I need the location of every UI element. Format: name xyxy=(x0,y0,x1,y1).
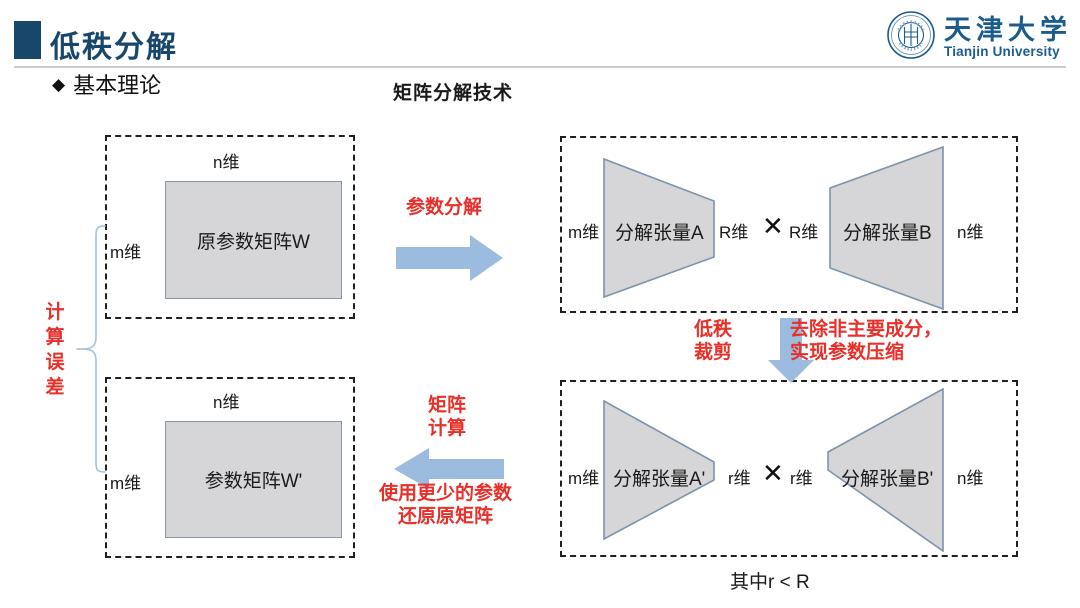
original-matrix-panel xyxy=(105,135,355,319)
tensor-a-prime-label: 分解张量A' xyxy=(613,469,706,490)
matrix-calc-note-line2: 计算 xyxy=(428,418,467,440)
param-decompose-arrow-icon xyxy=(396,235,504,281)
lowrank-cut-note-line1: 低秩 xyxy=(694,319,733,340)
tensor-b-prime-shape xyxy=(827,388,944,552)
tensor-b-prime-label: 分解张量B' xyxy=(841,469,934,490)
university-logo: 天津大学 Tianjin University xyxy=(886,8,1067,64)
computation-error-label: 计 算 误 差 xyxy=(44,300,66,400)
original-left-dimension-label: m维 xyxy=(110,243,142,262)
computation-error-brace-icon xyxy=(76,224,106,474)
low-rank-left-dimension-label: m维 xyxy=(568,469,600,488)
rank-comparison-footnote: 其中r < R xyxy=(730,572,810,593)
param-decompose-note: 参数分解 xyxy=(406,197,483,218)
low-rank-inner-dimension-left-label: r维 xyxy=(728,469,751,488)
computation-error-char-2: 算 xyxy=(45,327,65,349)
remove-minor-note-line2: 实现参数压缩 xyxy=(790,342,905,364)
lowrank-cut-note: 低秩 裁剪 xyxy=(694,318,732,364)
logo-name-cn: 天津大学 xyxy=(944,15,1072,45)
header-divider xyxy=(14,66,1066,68)
tensor-b-label: 分解张量B xyxy=(843,223,932,244)
diagram-title: 矩阵分解技术 xyxy=(393,83,514,104)
lowrank-cut-note-line2: 裁剪 xyxy=(694,342,733,364)
matrix-calc-note: 矩阵 计算 xyxy=(428,394,466,440)
tensor-a-shape xyxy=(603,158,715,298)
fewer-params-note: 使用更少的参数 还原原矩阵 xyxy=(379,482,512,528)
tensor-a-label: 分解张量A xyxy=(615,223,704,244)
title-accent-square xyxy=(14,21,41,59)
high-rank-right-dimension-label: n维 xyxy=(957,223,984,242)
computation-error-char-4: 差 xyxy=(45,377,65,399)
matrix-calc-note-line1: 矩阵 xyxy=(428,395,467,416)
remove-minor-note-line1: 去除非主要成分， xyxy=(790,319,943,340)
fewer-params-note-line2: 还原原矩阵 xyxy=(398,506,494,528)
remove-minor-note: 去除非主要成分， 实现参数压缩 xyxy=(790,318,942,364)
original-matrix-rect: 原参数矩阵W xyxy=(165,181,342,299)
restored-matrix-rect: 参数矩阵W' xyxy=(165,421,342,538)
computation-error-char-3: 误 xyxy=(45,352,65,374)
tensor-b-shape xyxy=(829,146,944,310)
tensor-a-prime-shape xyxy=(603,400,715,540)
restored-matrix-panel xyxy=(105,377,355,558)
multiply-icon-low-rank: ✕ xyxy=(762,458,784,488)
high-rank-left-dimension-label: m维 xyxy=(568,223,600,242)
restored-top-dimension-label: n维 xyxy=(213,393,240,412)
fewer-params-note-line1: 使用更少的参数 xyxy=(379,483,513,504)
page-title: 低秩分解 xyxy=(50,31,178,64)
restored-left-dimension-label: m维 xyxy=(110,474,142,493)
high-rank-decomposition-panel xyxy=(560,136,1018,313)
diamond-bullet-icon: ◆ xyxy=(52,74,66,94)
original-top-dimension-label: n维 xyxy=(213,153,240,172)
subtitle-row: ◆ 基本理论 xyxy=(52,68,161,100)
high-rank-inner-dimension-left-label: R维 xyxy=(719,223,749,242)
high-rank-inner-dimension-right-label: R维 xyxy=(789,223,819,242)
university-seal-icon xyxy=(886,10,936,60)
low-rank-right-dimension-label: n维 xyxy=(957,469,984,488)
lowrank-cut-arrow-icon xyxy=(767,318,815,384)
multiply-icon-high-rank: ✕ xyxy=(762,211,784,241)
computation-error-char-1: 计 xyxy=(45,302,65,323)
matrix-calc-arrow-icon xyxy=(394,448,504,490)
subtitle-text: 基本理论 xyxy=(73,73,162,98)
logo-name-en: Tianjin University xyxy=(944,44,1060,59)
low-rank-inner-dimension-right-label: r维 xyxy=(790,469,813,488)
